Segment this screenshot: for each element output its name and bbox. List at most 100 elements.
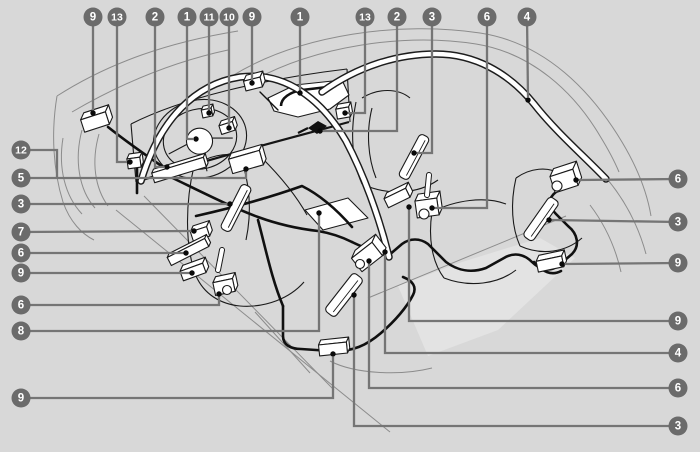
leader-line-1-3 <box>185 17 193 141</box>
callout-9-0: 9 <box>83 7 103 27</box>
tensioner-cylinder <box>354 258 366 270</box>
callout-9-18: 9 <box>11 263 31 283</box>
callout-1-3: 1 <box>177 7 197 27</box>
leader-line-8-20 <box>21 215 321 333</box>
callout-10-5: 10 <box>219 7 239 27</box>
leader-line-6-11 <box>434 17 489 210</box>
target-dot-9-25 <box>406 204 412 210</box>
svg-text:6: 6 <box>484 12 490 24</box>
target-dot-10-5 <box>226 125 232 131</box>
callout-3-15: 3 <box>11 194 31 214</box>
svg-text:2: 2 <box>394 12 400 24</box>
curtain-airbag-passenger-side <box>318 50 610 183</box>
target-dot-6-22 <box>573 177 579 183</box>
svg-text:3: 3 <box>18 199 24 211</box>
callout-4-12: 4 <box>517 7 537 27</box>
callout-3-28: 3 <box>668 416 688 436</box>
svg-text:9: 9 <box>675 316 681 328</box>
target-dot-6-19 <box>216 291 222 297</box>
callout-2-9: 2 <box>387 7 407 27</box>
side-airbag-module <box>398 134 430 180</box>
target-dot-6-27 <box>366 258 372 264</box>
airbag-component <box>383 181 414 209</box>
target-dot-3-15 <box>227 201 233 207</box>
tensioner-cylinder <box>551 180 563 192</box>
callout-9-6: 9 <box>242 7 262 27</box>
leader-line-2-9 <box>322 17 399 133</box>
seat-belt-webbing <box>424 172 432 198</box>
callout-leader-lines <box>20 16 679 428</box>
leader-line-9-24 <box>563 261 679 266</box>
callout-5-14: 5 <box>11 168 31 188</box>
svg-text:13: 13 <box>111 12 123 24</box>
target-dot-5-14 <box>243 166 249 172</box>
target-dot-9-18 <box>189 270 195 276</box>
tensioner-cylinder <box>418 208 430 220</box>
svg-text:13: 13 <box>359 12 371 24</box>
target-dot-6-11 <box>429 205 435 211</box>
target-dot-3-23 <box>546 217 552 223</box>
callout-9-24: 9 <box>668 253 688 273</box>
svg-text:7: 7 <box>18 227 24 239</box>
svg-text:6: 6 <box>18 300 24 312</box>
side-airbag-module <box>523 196 559 242</box>
svg-text:4: 4 <box>675 348 682 360</box>
leader-line-2-2 <box>153 17 164 169</box>
srs-control-unit <box>304 197 369 231</box>
side-airbag-module <box>325 273 363 317</box>
wiring-harness <box>106 91 579 353</box>
leader-line-9-25 <box>407 209 678 323</box>
callout-8-20: 8 <box>11 321 31 341</box>
leader-line-4-12 <box>525 16 530 98</box>
svg-text:3: 3 <box>675 421 681 433</box>
airbag-sensor-components <box>80 70 583 357</box>
svg-text:8: 8 <box>18 326 25 338</box>
svg-text:9: 9 <box>249 12 255 24</box>
leader-line-7-16 <box>20 229 193 234</box>
car-illustration <box>53 28 652 433</box>
target-dot-11-4 <box>206 110 212 116</box>
svg-text:2: 2 <box>152 12 158 24</box>
target-dot-4-26 <box>382 249 388 255</box>
callout-13-1: 13 <box>107 7 127 27</box>
curtain-airbag-driver-side <box>137 72 393 261</box>
leader-line-13-1 <box>115 17 127 164</box>
target-dot-9-24 <box>559 261 565 267</box>
svg-text:9: 9 <box>18 268 24 280</box>
svg-text:3: 3 <box>429 12 435 24</box>
svg-text:6: 6 <box>675 383 681 395</box>
svg-text:11: 11 <box>203 12 214 24</box>
target-dot-13-1 <box>127 159 133 165</box>
leader-line-5-14 <box>21 171 248 180</box>
callout-1-7: 1 <box>290 7 310 27</box>
airbag-component <box>535 249 568 273</box>
target-dot-1-3 <box>193 136 199 142</box>
leader-line-3-23 <box>550 218 679 224</box>
callout-7-16: 7 <box>11 222 31 242</box>
leader-line-3-10 <box>416 17 434 155</box>
svg-text:1: 1 <box>297 12 304 24</box>
callout-6-17: 6 <box>11 243 31 263</box>
leader-line-6-19 <box>21 296 221 307</box>
target-dot-4-12 <box>525 97 531 103</box>
target-dot-9-0 <box>90 110 96 116</box>
leader-line-13-8 <box>347 17 367 115</box>
callout-9-21: 9 <box>11 388 31 408</box>
leader-line-6-27 <box>367 263 678 390</box>
callout-9-25: 9 <box>668 311 688 331</box>
svg-text:3: 3 <box>675 217 681 229</box>
svg-text:10: 10 <box>223 12 235 24</box>
target-dot-9-6 <box>249 80 255 86</box>
callout-6-19: 6 <box>11 295 31 315</box>
rear-floor-highlight <box>398 238 575 356</box>
target-dot-13-8 <box>342 110 348 116</box>
target-dot-3-10 <box>411 150 417 156</box>
leader-line-3-28 <box>352 297 678 428</box>
svg-text:5: 5 <box>18 173 25 185</box>
airbag-component <box>228 143 267 175</box>
svg-text:4: 4 <box>524 12 531 24</box>
svg-text:9: 9 <box>90 12 96 24</box>
callout-6-22: 6 <box>668 169 688 189</box>
